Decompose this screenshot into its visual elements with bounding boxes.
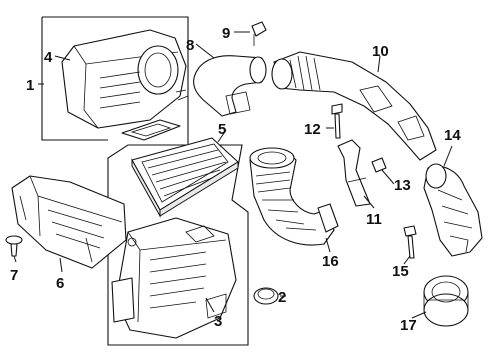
callout-15: 15 bbox=[392, 263, 409, 280]
callout-7: 7 bbox=[10, 267, 18, 284]
callout-12: 12 bbox=[304, 121, 321, 138]
callout-14: 14 bbox=[444, 127, 461, 144]
callout-9: 9 bbox=[222, 25, 230, 42]
callout-16: 16 bbox=[322, 253, 339, 270]
callout-10: 10 bbox=[372, 43, 389, 60]
callout-13: 13 bbox=[394, 177, 411, 194]
coupler-hose bbox=[423, 275, 469, 327]
inlet-duct bbox=[193, 55, 267, 117]
air-cleaner-housing bbox=[111, 217, 237, 339]
resonator-outlet bbox=[423, 163, 483, 257]
intake-tube bbox=[271, 51, 437, 161]
callout-17: 17 bbox=[400, 317, 417, 334]
callout-4: 4 bbox=[44, 49, 53, 66]
callout-1: 1 bbox=[26, 77, 34, 94]
mass-airflow-plate bbox=[121, 119, 181, 141]
air-filter bbox=[131, 137, 239, 218]
grommet bbox=[253, 287, 279, 305]
callout-5: 5 bbox=[218, 121, 226, 138]
callout-8: 8 bbox=[186, 37, 194, 54]
support-tray bbox=[11, 175, 127, 269]
bracket bbox=[337, 139, 371, 207]
callout-3: 3 bbox=[214, 313, 222, 330]
callout-11: 11 bbox=[366, 211, 382, 228]
assembly-1-frame-left bbox=[41, 17, 108, 141]
callout-6: 6 bbox=[56, 275, 64, 292]
clip-13 bbox=[371, 157, 387, 173]
assembly-1-frame bbox=[42, 16, 249, 346]
callout-labels: 1 2 3 4 5 6 7 8 9 10 12 11 13 14 15 16 1… bbox=[10, 25, 461, 334]
leader-lines bbox=[13, 31, 453, 319]
air-cleaner-cover bbox=[61, 29, 189, 129]
flex-hose bbox=[249, 147, 339, 246]
bolt-12 bbox=[331, 103, 343, 139]
push-pin bbox=[5, 235, 23, 257]
callout-2: 2 bbox=[278, 289, 286, 306]
bolt-15 bbox=[403, 225, 417, 259]
clip-9 bbox=[251, 21, 267, 46]
